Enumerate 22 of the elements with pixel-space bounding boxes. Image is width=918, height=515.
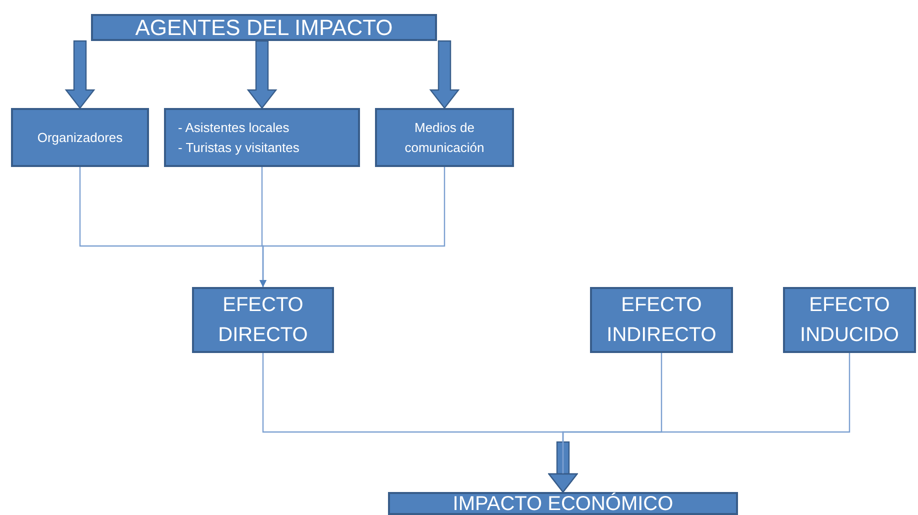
box-text: - Asistentes locales (178, 118, 290, 136)
box-text: AGENTES DEL IMPACTO (135, 16, 393, 38)
block-arrow (429, 40, 460, 109)
process-box (91, 14, 437, 41)
box-text: EFECTO DIRECTO (217, 293, 309, 348)
connector-arrow (259, 167, 446, 287)
process-box (192, 287, 334, 353)
block-arrow (64, 40, 96, 109)
process-box (375, 108, 514, 167)
box-text: EFECTO INDIRECTO (606, 293, 718, 348)
box-text: Organizadores (37, 128, 123, 147)
box-text: - Turistas y visitantes (178, 138, 300, 157)
box-text: Medios de comunicación (404, 118, 486, 156)
connector-with-block-arrow (548, 353, 850, 493)
box-text: IMPACTO ECONÓMICO (452, 494, 674, 514)
process-box (388, 492, 738, 515)
process-box (783, 287, 916, 353)
box-text: EFECTO INDUCIDO (799, 293, 900, 348)
block-arrow (246, 40, 278, 109)
process-box (11, 108, 149, 167)
process-box (164, 108, 360, 167)
process-box (590, 287, 733, 353)
